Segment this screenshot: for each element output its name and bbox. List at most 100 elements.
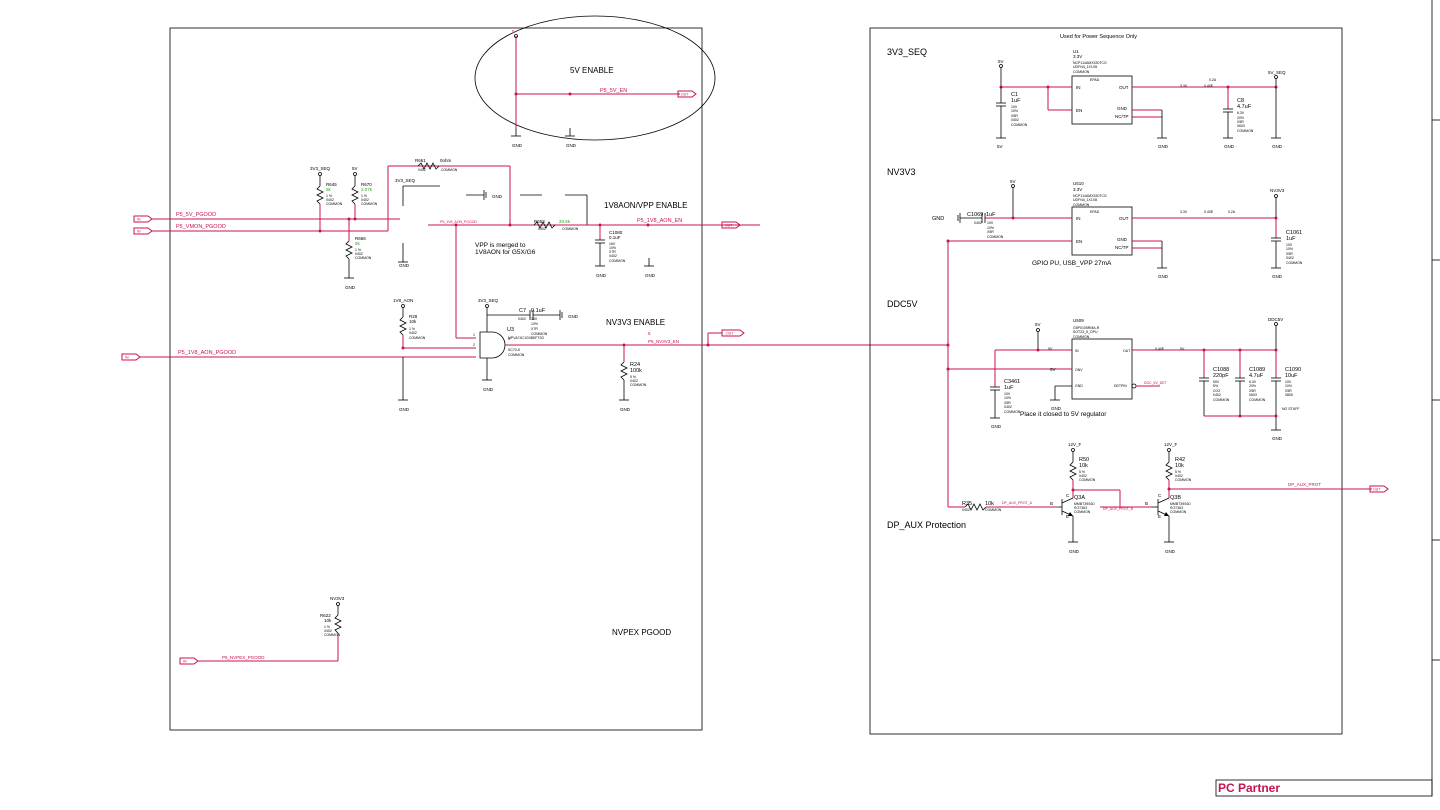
svg-text:2.07k: 2.07k [361, 187, 373, 192]
nv3v3-enable-title: NV3V3 ENABLE [606, 318, 665, 327]
svg-text:10%: 10% [1285, 384, 1292, 388]
svg-text:5: 5 [512, 29, 515, 34]
company-name: PC Partner [1218, 781, 1280, 795]
svg-text:GND: GND [566, 143, 577, 148]
svg-text:GND: GND [1069, 549, 1080, 554]
svg-text:COMMON: COMMON [324, 633, 341, 637]
svg-text:C1: C1 [1011, 92, 1018, 98]
svg-text:1 %: 1 % [361, 194, 367, 198]
svg-text:COMMON: COMMON [1175, 478, 1192, 482]
svg-text:5k: 5k [355, 241, 361, 246]
svg-text:0603: 0603 [1249, 393, 1257, 397]
svg-text:C3461: C3461 [1004, 379, 1020, 385]
port-p5-5v-en-out[interactable] [677, 90, 697, 98]
section-dp-aux-protection: DP_AUX Protection [887, 520, 966, 530]
svg-text:COMMON: COMMON [1004, 410, 1021, 414]
svg-text:16V: 16V [531, 317, 538, 321]
svg-text:IN: IN [183, 660, 187, 664]
svg-text:U3: U3 [507, 327, 514, 333]
svg-text:0402: 0402 [326, 198, 334, 202]
svg-text:OUT: OUT [681, 93, 689, 97]
port-dp-aux-prot-out[interactable] [1369, 485, 1389, 493]
port-p5-nv3v3-en-out[interactable] [721, 329, 745, 337]
svg-text:EN: EN [1076, 239, 1082, 244]
nvpex-pgood-title: NVPEX PGOOD [612, 628, 671, 637]
svg-text:X7R: X7R [531, 327, 538, 331]
svg-text:0.40E: 0.40E [1204, 210, 1214, 214]
port-p5-1v8-aon-pgood-in[interactable] [121, 353, 141, 361]
svg-text:GND: GND [1158, 144, 1169, 149]
svg-text:IN: IN [137, 218, 141, 222]
port-p5-vmon-pgood-in[interactable] [133, 227, 153, 235]
svg-text:5V: 5V [1010, 179, 1016, 184]
port-p5-nvpex-pgood-in[interactable] [179, 657, 199, 665]
svg-text:3.3V: 3.3V [1073, 54, 1082, 59]
5v-enable-title: 5V ENABLE [570, 66, 614, 75]
svg-text:GND: GND [1272, 144, 1283, 149]
svg-text:B: B [1050, 501, 1053, 506]
svg-text:10%: 10% [1011, 109, 1018, 113]
port-p5-1v8-aon-en-out[interactable] [721, 221, 741, 229]
svg-text:COMMON: COMMON [409, 336, 426, 340]
svg-text:X5R: X5R [987, 230, 994, 234]
svg-text:NV3V3: NV3V3 [1270, 188, 1285, 193]
svg-text:5V: 5V [1035, 322, 1041, 327]
svg-text:0402: 0402 [1175, 474, 1183, 478]
svg-text:COMMON: COMMON [508, 353, 525, 357]
svg-text:5k: 5k [326, 187, 332, 192]
svg-text:EN: EN [1076, 108, 1082, 113]
svg-text:MMBT3904D: MMBT3904D [1170, 502, 1191, 506]
net-dp-aux-prot: DP_AUX_PROT [1288, 482, 1321, 487]
svg-text:GPIO PU, USB_VPP 27mA: GPIO PU, USB_VPP 27mA [1032, 260, 1112, 267]
svg-text:COMMON: COMMON [1286, 261, 1303, 265]
svg-text:10k: 10k [985, 501, 994, 507]
svg-text:COMMON: COMMON [531, 332, 548, 336]
port-p5-5v-pgood-in[interactable] [133, 215, 153, 223]
resistor-r666 [345, 240, 353, 260]
svg-text:R50: R50 [1079, 457, 1089, 463]
svg-text:COMMON: COMMON [1213, 398, 1230, 402]
svg-text:R35: R35 [962, 501, 972, 507]
svg-text:GND: GND [1117, 237, 1128, 242]
svg-text:NC/TP: NC/TP [1115, 114, 1129, 119]
svg-text:0402: 0402 [1213, 393, 1221, 397]
svg-text:1 %: 1 % [355, 248, 361, 252]
5v-enable-highlight-ellipse [474, 15, 716, 141]
svg-text:10V: 10V [987, 221, 994, 225]
svg-text:0.2A: 0.2A [1228, 210, 1236, 214]
svg-text:X5R: X5R [1004, 401, 1011, 405]
svg-text:C1069: C1069 [967, 212, 983, 218]
svg-text:1: 1 [473, 333, 475, 337]
svg-text:0402: 0402 [1004, 405, 1012, 409]
svg-text:5V: 5V [1048, 347, 1053, 351]
svg-text:G5P0105RMA-R: G5P0105RMA-R [1073, 326, 1100, 330]
svg-text:R24: R24 [630, 362, 640, 368]
svg-text:EPAD: EPAD [1090, 210, 1100, 214]
svg-text:U1: U1 [1073, 49, 1079, 54]
svg-text:UDFN4_1X1V8: UDFN4_1X1V8 [1073, 65, 1097, 69]
net-p5-5v-pgood: P5_5V_PGOOD [176, 212, 216, 218]
svg-text:0402: 0402 [974, 221, 982, 225]
svg-text:1 %: 1 % [324, 625, 330, 629]
regulator-u510 [1071, 206, 1133, 256]
svg-text:1uF: 1uF [1004, 385, 1014, 391]
svg-text:C7: C7 [519, 308, 526, 314]
svg-text:0.2A: 0.2A [1209, 78, 1217, 82]
svg-text:4.7uF: 4.7uF [1249, 373, 1264, 379]
svg-text:X5R: X5R [1286, 252, 1293, 256]
svg-text:C8: C8 [1237, 98, 1244, 104]
svg-text:1uF: 1uF [1011, 98, 1021, 104]
svg-text:DDC_5V_DET: DDC_5V_DET [1144, 381, 1168, 385]
title-block [1215, 779, 1433, 797]
resistor-r622 [334, 614, 342, 634]
svg-text:R42: R42 [1175, 457, 1185, 463]
svg-text:12V_F: 12V_F [1164, 442, 1178, 447]
svg-text:GND: GND [512, 143, 523, 148]
svg-text:0402: 0402 [1011, 118, 1019, 122]
svg-text:C1080: C1080 [609, 230, 623, 235]
svg-text:3.3V: 3.3V [1180, 210, 1188, 214]
svg-text:COMMON: COMMON [1073, 203, 1090, 207]
svg-text:R661: R661 [415, 158, 426, 163]
svg-text:5V: 5V [998, 59, 1004, 64]
svg-text:Q3A: Q3A [1074, 495, 1085, 501]
